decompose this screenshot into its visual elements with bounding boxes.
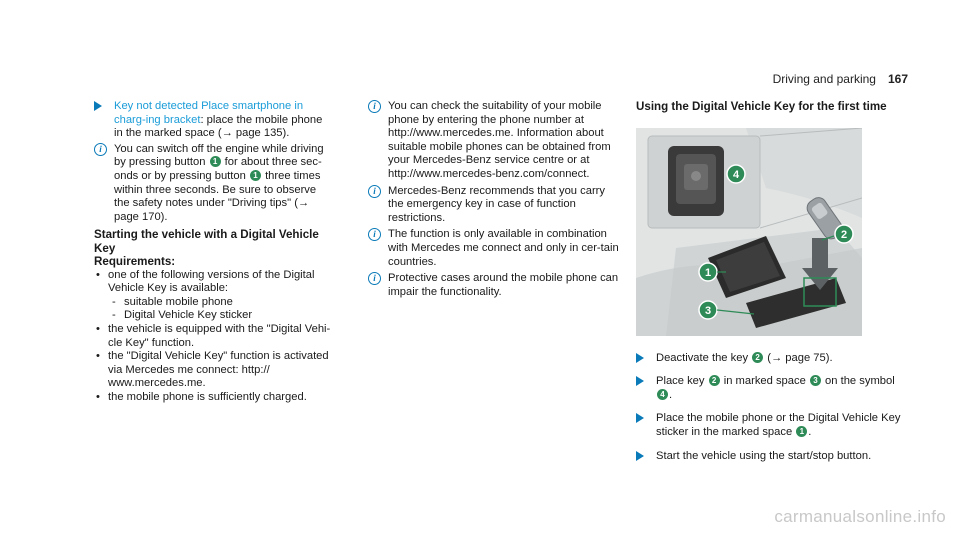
- sub-list-item: Digital Vehicle Key sticker: [108, 309, 334, 323]
- step-deactivate-key: Deactivate the key 2 (→ page 75).: [636, 351, 906, 366]
- illustration-svg: 4 2 1 3: [636, 127, 862, 336]
- section-heading: Using the Digital Vehicle Key for the fi…: [636, 100, 887, 113]
- info-icon: i: [368, 228, 381, 242]
- list-item: one of the following versions of the Dig…: [94, 269, 334, 323]
- step-text: .: [669, 388, 673, 401]
- watermark: carmanualsonline.info: [774, 507, 946, 526]
- sub-list: suitable mobile phone Digital Vehicle Ke…: [108, 296, 334, 323]
- step-text: in marked space: [723, 375, 806, 388]
- illustration-charging-bracket: 4 2 1 3: [636, 127, 862, 336]
- callout-4: 4: [733, 169, 740, 181]
- note-text-b: for about three sec-onds or by pressing …: [114, 156, 322, 182]
- requirements-list: one of the following versions of the Dig…: [94, 269, 334, 405]
- bullet-text: one of the following versions of the Dig…: [108, 268, 315, 295]
- arrow-right-icon: [636, 413, 644, 424]
- step-place-phone: Place the mobile phone or the Digital Ve…: [636, 412, 906, 439]
- arrow-right-icon: [636, 376, 644, 387]
- step-text: : place the mobile phone in the marked s…: [114, 113, 323, 140]
- step-text: (→ page 75).: [767, 351, 833, 364]
- callout-1: 1: [705, 267, 711, 279]
- step-place-key: Place key 2 in marked space 3 on the sym…: [636, 375, 906, 402]
- requirements-label: Requirements:: [94, 255, 176, 269]
- list-item: the vehicle is equipped with the "Digita…: [94, 323, 334, 350]
- note-paragraph: i The function is only available in comb…: [368, 228, 620, 269]
- step-text: Start the vehicle using the start/stop b…: [656, 449, 872, 462]
- arrow-right-icon: [94, 101, 102, 111]
- note-paragraph: i You can check the suitability of your …: [368, 100, 620, 182]
- arrow-right-icon: [636, 450, 644, 461]
- page-number: 167: [887, 72, 908, 86]
- list-item: the "Digital Vehicle Key" function is ac…: [94, 350, 334, 391]
- step-text: Place the mobile phone or the Digital Ve…: [656, 412, 901, 438]
- badge-1: 1: [209, 156, 221, 168]
- sub-list-item: suitable mobile phone: [108, 296, 334, 310]
- note-text: You can check the suitability of your mo…: [388, 100, 611, 180]
- step-text: Deactivate the key: [656, 351, 749, 364]
- badge-4: 4: [657, 388, 668, 400]
- info-icon: i: [368, 272, 381, 286]
- callout-2: 2: [841, 229, 847, 241]
- step-text: Place key: [656, 375, 705, 388]
- badge-2: 2: [708, 375, 720, 387]
- page-header: Driving and parking 167: [773, 72, 908, 86]
- column-1: Key not detected Place smartphone in cha…: [94, 100, 334, 405]
- list-item: the mobile phone is sufficiently charged…: [94, 391, 334, 405]
- step-start-vehicle: Start the vehicle using the start/stop b…: [636, 450, 906, 464]
- badge-2: 2: [752, 351, 764, 363]
- badge-1: 1: [796, 425, 808, 437]
- note-text: Mercedes-Benz recommends that you carry …: [388, 184, 605, 224]
- info-icon: i: [368, 184, 381, 198]
- section-title: Driving and parking: [772, 72, 876, 86]
- note-paragraph: i Protective cases around the mobile pho…: [368, 272, 620, 299]
- note-text: Protective cases around the mobile phone…: [388, 272, 619, 298]
- column-2: i You can check the suitability of your …: [368, 100, 620, 301]
- note-text-c: three times within three seconds. Be sur…: [114, 169, 321, 223]
- arrow-right-icon: [636, 352, 644, 363]
- section-heading: Starting the vehicle with a Digital Vehi…: [94, 228, 319, 255]
- badge-1: 1: [249, 169, 261, 181]
- note-paragraph: i You can switch off the engine while dr…: [94, 142, 334, 225]
- badge-3: 3: [809, 375, 821, 387]
- step-text: .: [808, 425, 812, 438]
- step-paragraph: Key not detected Place smartphone in cha…: [94, 100, 334, 141]
- display-message-link[interactable]: Key not detected Place smartphone in cha…: [114, 100, 304, 126]
- column-3: Using the Digital Vehicle Key for the fi…: [636, 100, 906, 473]
- info-icon: i: [368, 100, 381, 113]
- info-icon: i: [94, 142, 107, 156]
- step-text: on the symbol: [825, 375, 895, 388]
- note-paragraph: i Mercedes-Benz recommends that you carr…: [368, 184, 620, 226]
- note-text-a: You can switch off the engine while driv…: [114, 142, 324, 169]
- note-text: The function is only available in combin…: [388, 228, 619, 268]
- callout-3: 3: [705, 305, 711, 317]
